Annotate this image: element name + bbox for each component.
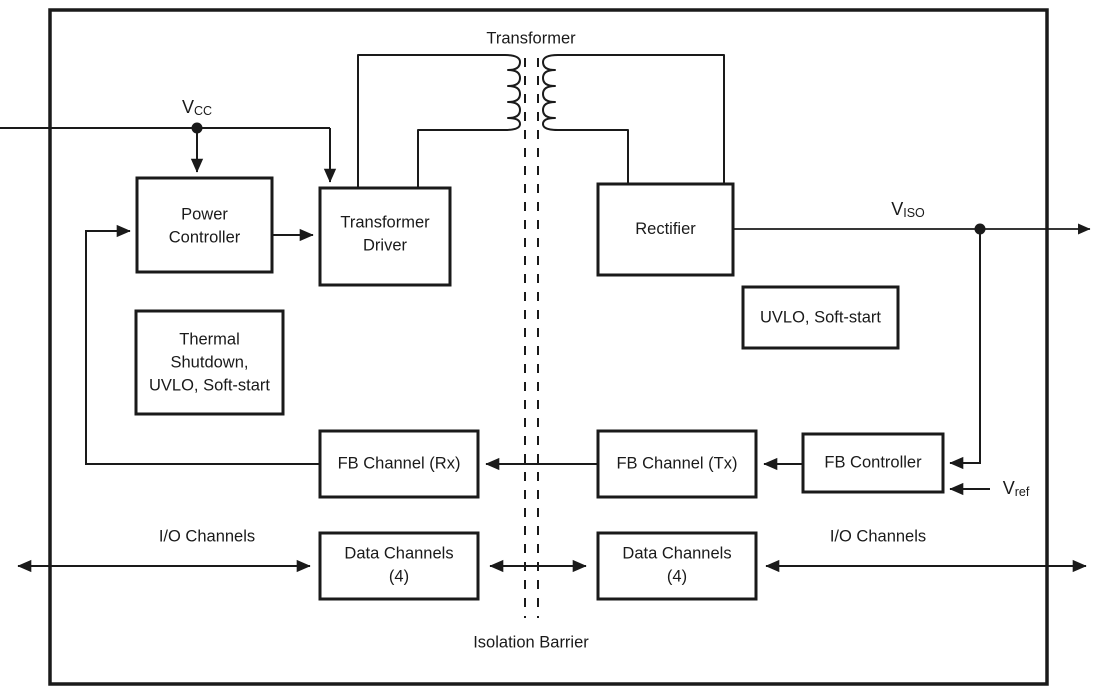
block-data-channels-primary[interactable]: [318, 531, 480, 601]
power-controller-label-line2: Controller: [169, 228, 241, 246]
data-channels-secondary-label-line1: Data Channels: [622, 544, 731, 562]
viso-signal-label: VISO: [891, 199, 925, 221]
rectifier-label: Rectifier: [635, 220, 696, 238]
transformer-primary-coil: [357, 54, 521, 131]
thermal-shutdown-label-line2: Shutdown,: [171, 353, 249, 371]
vref-signal-label: Vref: [1003, 478, 1030, 500]
block-uvlo-soft-start[interactable]: [741, 285, 900, 350]
fb-channel-rx-label: FB Channel (Rx): [338, 454, 461, 472]
transformer-label: Transformer: [486, 29, 576, 47]
block-transformer-driver[interactable]: [318, 186, 452, 287]
device-outline: [48, 8, 1049, 686]
block-fb-channel-tx[interactable]: [596, 429, 758, 499]
isolation-barrier-label: Isolation Barrier: [473, 633, 589, 651]
fb-channel-tx-label: FB Channel (Tx): [616, 454, 737, 472]
vcc-sub: CC: [194, 104, 212, 118]
wire-fb-rx-to-power-controller: [85, 224, 320, 465]
block-data-channels-secondary[interactable]: [596, 531, 758, 601]
viso-base: V: [891, 199, 903, 219]
power-controller-label-line1: Power: [181, 205, 228, 223]
wire-viso-to-fb-controller: [949, 229, 981, 470]
data-channels-primary-label-line2: (4): [389, 567, 409, 585]
vref-base: V: [1003, 478, 1015, 498]
thermal-shutdown-label-line3: UVLO, Soft-start: [149, 376, 270, 394]
vcc-base: V: [182, 97, 194, 117]
transformer-driver-label-line2: Driver: [363, 236, 408, 254]
block-power-controller[interactable]: [135, 176, 274, 274]
block-fb-channel-rx[interactable]: [318, 429, 480, 499]
vcc-junction-dot: [191, 122, 203, 134]
transformer-driver-label-line1: Transformer: [340, 213, 430, 231]
viso-sub: ISO: [903, 206, 925, 220]
block-thermal-shutdown[interactable]: [134, 309, 285, 416]
data-channels-primary-label-line1: Data Channels: [344, 544, 453, 562]
block-rectifier[interactable]: [596, 182, 735, 277]
vcc-signal-label: VCC: [182, 97, 212, 119]
io-channels-right-label: I/O Channels: [830, 527, 926, 545]
fb-controller-label: FB Controller: [824, 453, 922, 471]
vref-sub: ref: [1015, 485, 1030, 499]
transformer-secondary-coil: [542, 54, 725, 131]
data-channels-secondary-label-line2: (4): [667, 567, 687, 585]
io-channels-left-label: I/O Channels: [159, 527, 255, 545]
thermal-shutdown-label-line1: Thermal: [179, 330, 240, 348]
uvlo-soft-start-label: UVLO, Soft-start: [760, 308, 881, 326]
